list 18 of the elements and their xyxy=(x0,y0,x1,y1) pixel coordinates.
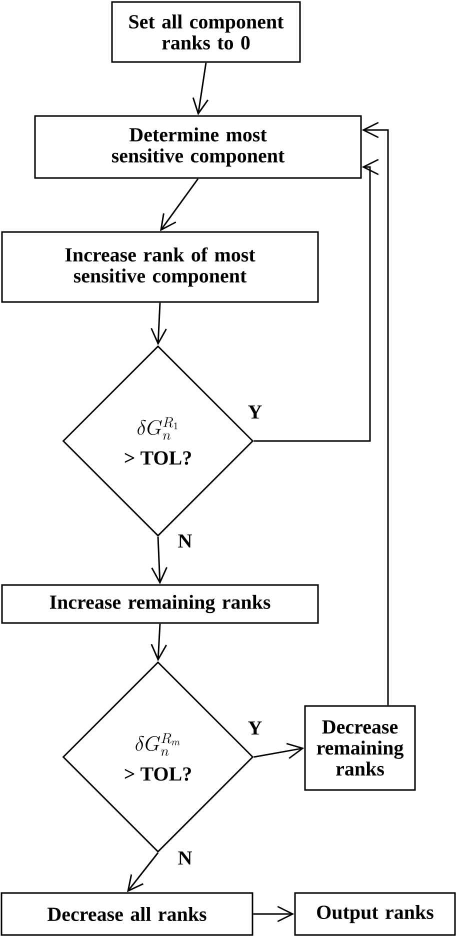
arrow xyxy=(192,62,209,116)
arrow xyxy=(150,624,168,662)
arrow xyxy=(254,742,304,759)
arrow xyxy=(362,122,389,706)
arrow xyxy=(253,906,294,922)
process-box: Increase rank of most sensitive component xyxy=(1,231,319,303)
arrow xyxy=(254,158,379,442)
process-box: Output ranks xyxy=(294,892,456,936)
arrow xyxy=(160,178,199,232)
process-box: Set all component ranks to 0 xyxy=(111,1,301,63)
arrow xyxy=(150,302,167,346)
process-box: Decrease remaining ranks xyxy=(304,705,416,791)
arrow xyxy=(127,852,159,892)
process-box: Increase remaining ranks xyxy=(1,584,319,624)
edge-label: N xyxy=(176,850,194,866)
process-box: Determine most sensitive component xyxy=(34,115,362,179)
arrow xyxy=(151,536,168,584)
process-box: Decrease all ranks xyxy=(0,892,254,936)
